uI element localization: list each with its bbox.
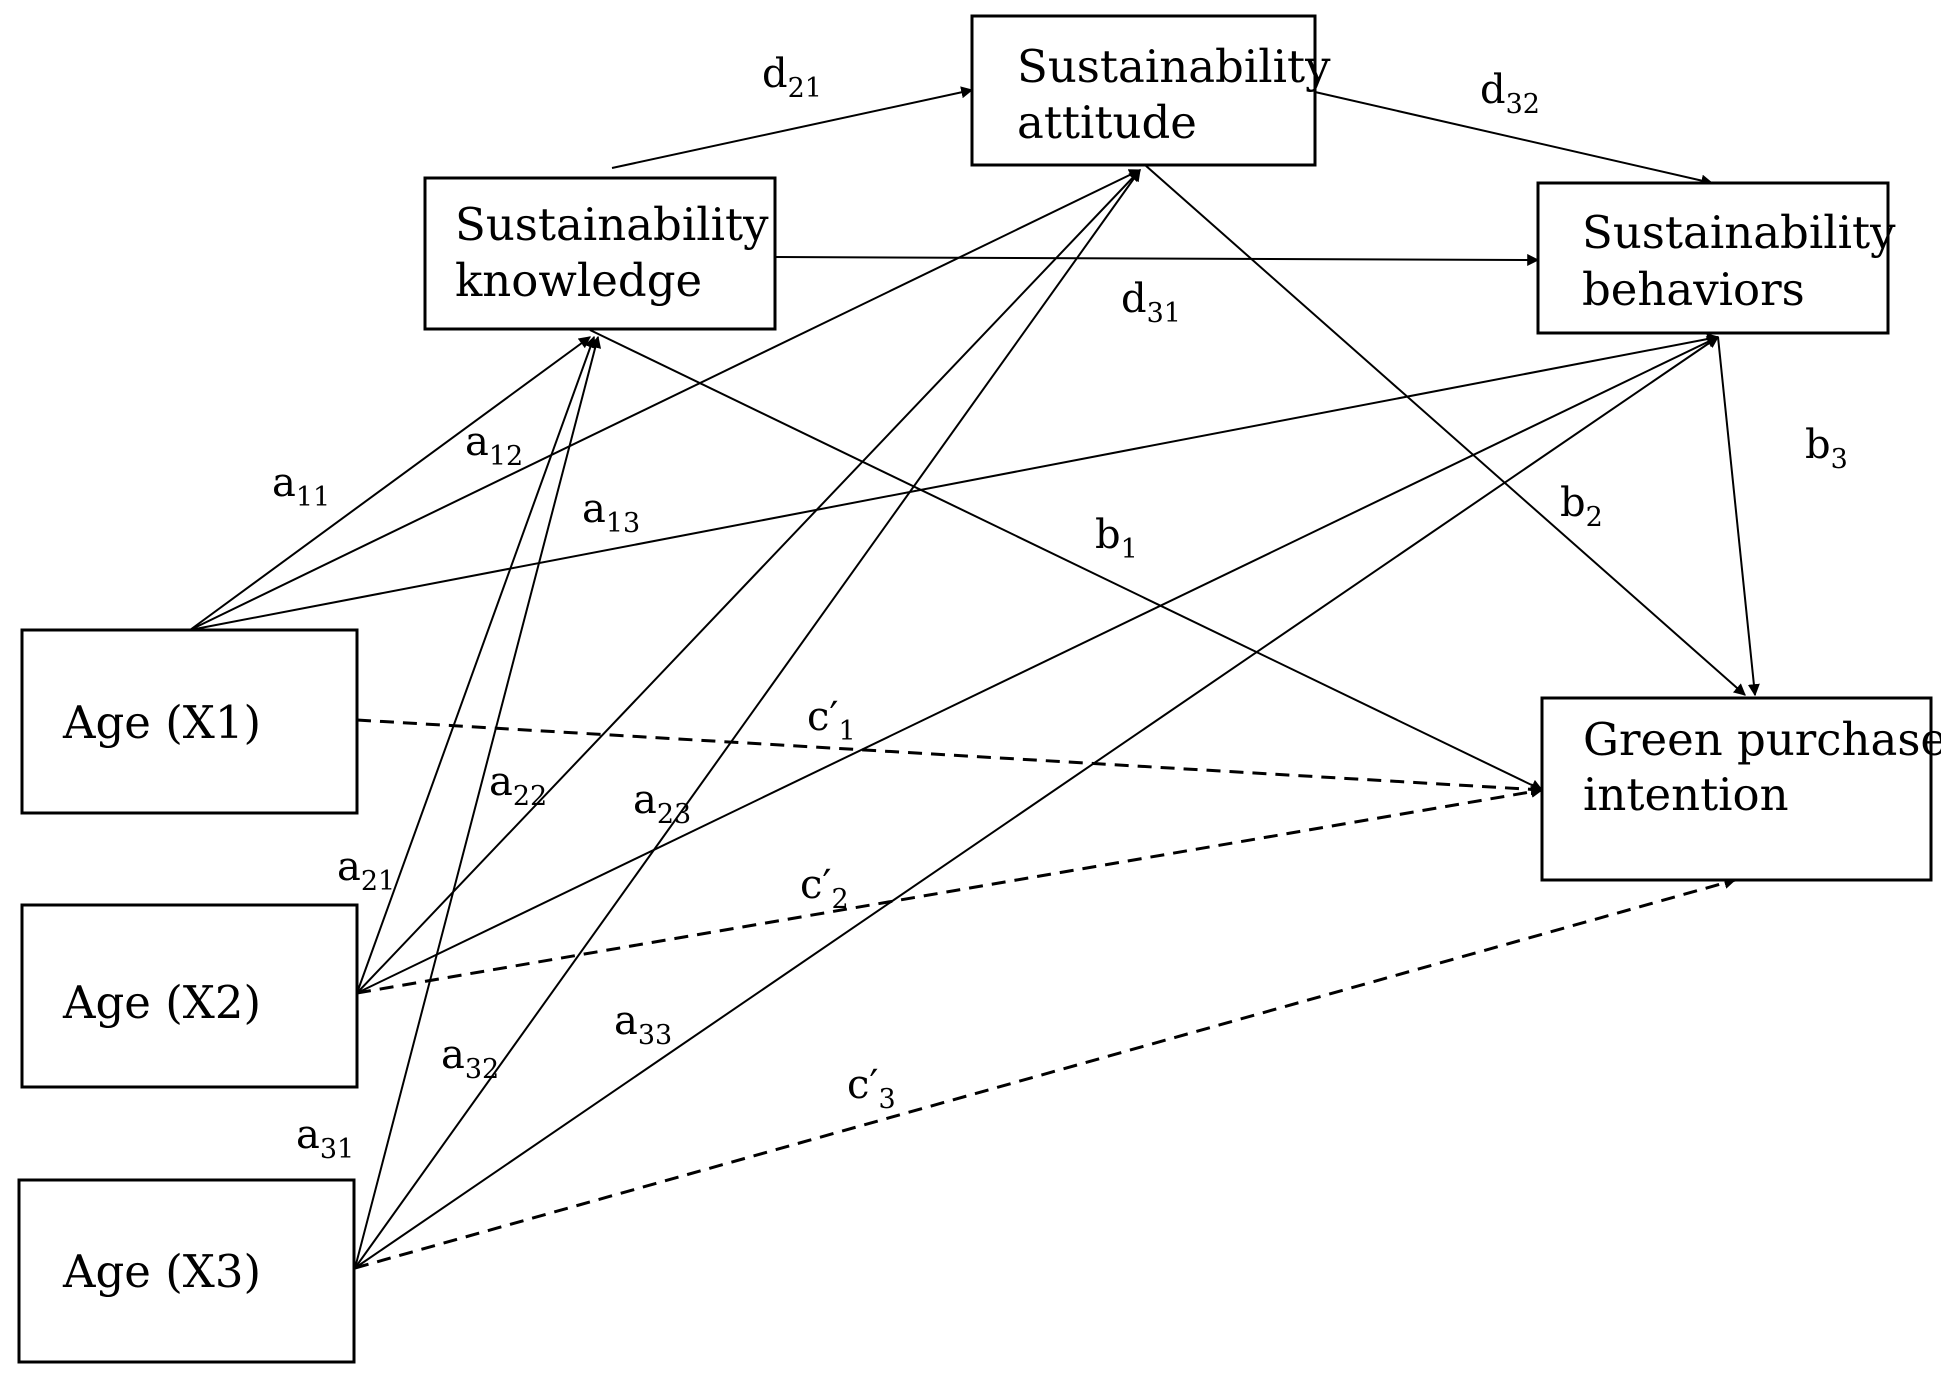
path-a33-arrow (354, 336, 1719, 1269)
path-a12-arrow (189, 169, 1142, 631)
node-age-x1: Age (X1) (20, 628, 359, 815)
label-a32: a32 (441, 1032, 499, 1085)
label-a31: a31 (296, 1112, 354, 1165)
path-c3-arrow (354, 877, 1737, 1270)
node-line: Sustainability (1582, 206, 1896, 259)
label-a12: a12 (465, 419, 523, 472)
label-a13: a13 (582, 486, 640, 539)
node-sustainability-attitude: Sustainability attitude (970, 14, 1331, 167)
label-d21: d21 (762, 51, 822, 104)
path-a32-arrow (354, 169, 1141, 1269)
path-b1-arrow (589, 329, 1544, 791)
node-line: Sustainability (455, 198, 769, 251)
node-line: Age (X2) (62, 976, 261, 1029)
node-line: Age (X3) (62, 1245, 261, 1298)
node-sustainability-knowledge: Sustainability knowledge (423, 176, 777, 331)
path-b2-arrow (1144, 164, 1746, 696)
label-c3: c′3 (847, 1062, 896, 1115)
node-line: intention (1583, 768, 1789, 821)
node-green-purchase-intention: Green purchase intention (1540, 696, 1941, 882)
node-line: Sustainability (1017, 40, 1331, 93)
path-d21-arrow (611, 86, 974, 169)
path-d32-arrow (1314, 91, 1714, 187)
path-d31-arrow (774, 253, 1540, 266)
label-d32: d32 (1480, 67, 1540, 120)
node-age-x3: Age (X3) (17, 1178, 356, 1364)
path-c2-arrow (356, 785, 1544, 995)
path-a31-arrow (354, 335, 602, 1269)
label-c2: c′2 (800, 862, 849, 915)
label-b2: b2 (1560, 480, 1603, 533)
node-age-x2: Age (X2) (20, 903, 359, 1089)
label-a11: a11 (272, 460, 330, 513)
label-a21: a21 (337, 844, 395, 897)
path-arrows (189, 86, 1760, 1270)
path-a11-arrow (189, 336, 591, 631)
label-b3: b3 (1805, 422, 1848, 475)
path-a22-arrow (356, 169, 1141, 994)
path-a21-arrow (356, 335, 596, 994)
label-d31: d31 (1121, 276, 1181, 329)
node-line: knowledge (455, 254, 702, 307)
path-labels: a11 a12 a13 a21 a22 a23 a31 a32 a33 d21 … (272, 51, 1848, 1165)
label-a33: a33 (614, 998, 672, 1051)
path-c1-arrow (356, 718, 1544, 796)
node-line: Green purchase (1583, 713, 1941, 766)
node-line: attitude (1017, 96, 1197, 149)
node-sustainability-behaviors: Sustainability behaviors (1536, 181, 1896, 335)
label-c1: c′1 (807, 694, 856, 747)
label-b1: b1 (1095, 512, 1138, 565)
node-line: Age (X1) (62, 696, 261, 749)
path-b3-arrow (1717, 336, 1760, 697)
node-line: behaviors (1582, 263, 1805, 316)
label-a23: a23 (633, 777, 691, 830)
path-a23-arrow (356, 336, 1720, 994)
path-a13-arrow (189, 333, 1720, 631)
label-a22: a22 (489, 759, 547, 812)
